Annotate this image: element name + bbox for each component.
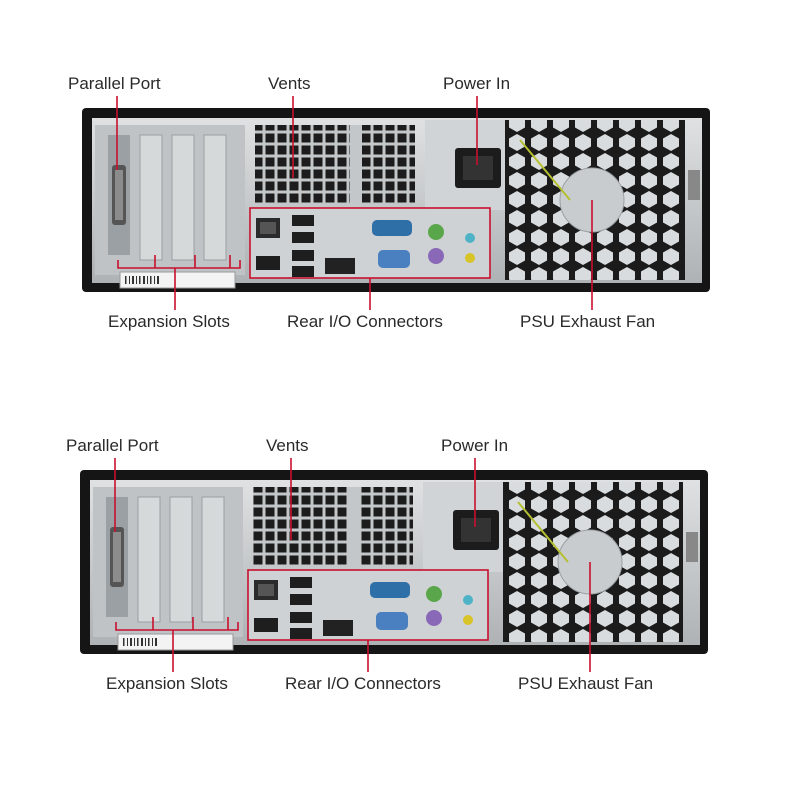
- panel-bottom: Parallel Port Vents Power In Expansion S…: [0, 362, 800, 722]
- io-shield: [250, 208, 490, 278]
- expansion-slot-covers: [139, 134, 227, 261]
- barcode: [123, 638, 157, 646]
- label-parallel-port: Parallel Port: [66, 436, 159, 455]
- expansion-slot-ticks: [152, 617, 229, 630]
- label-parallel-port: Parallel Port: [68, 74, 161, 93]
- barcode-label: [117, 633, 234, 651]
- rear-io-ports: [254, 577, 473, 639]
- label-power-in: Power In: [441, 436, 509, 455]
- vents-grille: [253, 487, 413, 567]
- fan-wires: [519, 139, 571, 201]
- label-rear-io: Rear I/O Connectors: [285, 674, 441, 693]
- barcode: [125, 276, 159, 284]
- vents-grille: [255, 125, 415, 205]
- label-psu-fan: PSU Exhaust Fan: [520, 312, 656, 331]
- expansion-slots-highlight: [117, 260, 241, 269]
- computer-rear-illustration: [82, 96, 710, 310]
- label-expansion-slots: Expansion Slots: [108, 312, 230, 331]
- label-power-in: Power In: [443, 74, 511, 93]
- expansion-slots-highlight: [115, 622, 239, 631]
- label-vents: Vents: [268, 74, 311, 93]
- label-expansion-slots: Expansion Slots: [106, 674, 228, 693]
- expansion-slot-covers: [137, 496, 225, 623]
- rear-io-ports: [256, 215, 475, 277]
- io-shield: [248, 570, 488, 640]
- panel-top: Parallel Port Vents Power In Expansion S…: [0, 0, 800, 360]
- fan-wires: [517, 501, 569, 563]
- barcode-label: [119, 271, 236, 289]
- computer-rear-illustration: [80, 458, 708, 672]
- label-rear-io: Rear I/O Connectors: [287, 312, 443, 331]
- expansion-slot-ticks: [154, 255, 231, 268]
- label-vents: Vents: [266, 436, 309, 455]
- label-psu-fan: PSU Exhaust Fan: [518, 674, 654, 693]
